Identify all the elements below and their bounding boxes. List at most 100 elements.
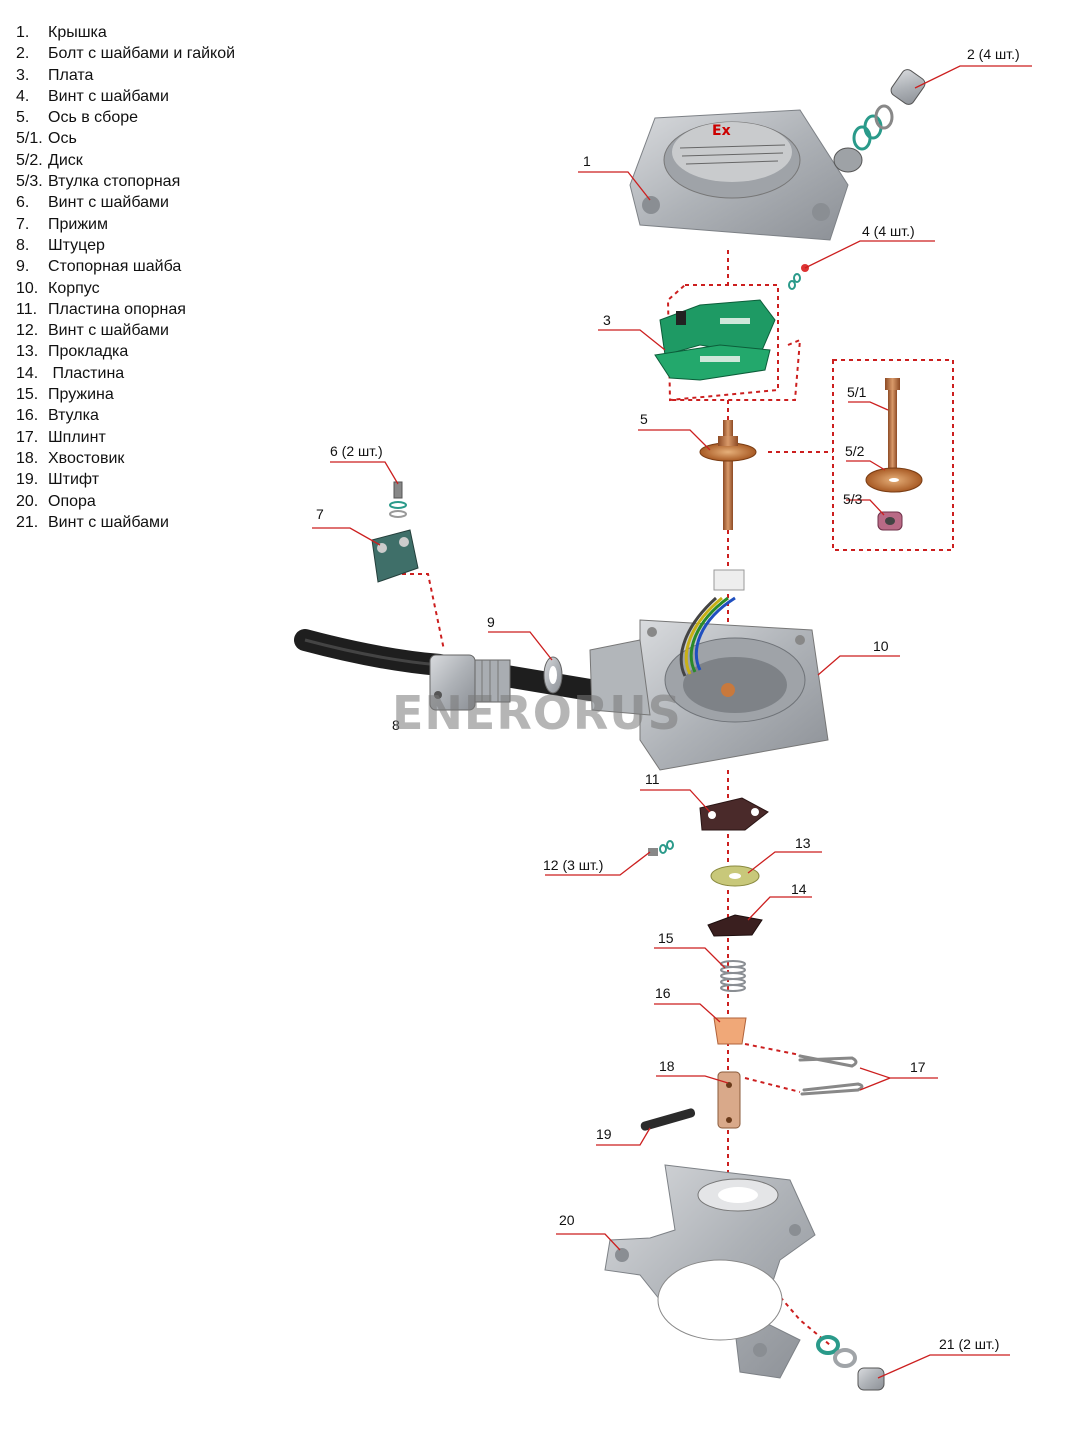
watermark: ENERORUS (392, 686, 682, 740)
legend-item: 5/2.Диск (16, 150, 235, 171)
callout-19: 19 (596, 1126, 612, 1142)
legend-item: 4. Винт с шайбами (16, 86, 235, 107)
legend-item-label: Винт с шайбами (48, 194, 169, 212)
legend-item: 3. Плата (16, 65, 235, 86)
legend-item: 7. Прижим (16, 214, 235, 235)
cover-ex-mark: Ex (712, 123, 731, 139)
clamp-part (371, 529, 419, 583)
legend-item: 21. Винт с шайбами (16, 512, 235, 533)
legend-item-number: 2. (16, 45, 30, 63)
fitting-part (429, 654, 511, 711)
legend-item: 16. Втулка (16, 405, 235, 426)
legend-item: 6.Винт с шайбами (16, 192, 235, 213)
callout-10: 10 (873, 638, 889, 654)
callout-8: 8 (392, 717, 400, 733)
callout-21: 21 (2 шт.) (939, 1336, 999, 1352)
legend-item-number: 13. (16, 343, 39, 361)
legend-item-number: 21. (16, 513, 39, 531)
legend-item-number: 14. (16, 364, 39, 382)
legend-item: 14. Пластина (16, 363, 235, 384)
lock-washer-part (543, 656, 563, 694)
legend-item-label: Пластина (48, 364, 125, 382)
legend-item: 17. Шплинт (16, 427, 235, 448)
legend-item-number: 7. (16, 215, 30, 233)
callout-18: 18 (659, 1058, 675, 1074)
legend-item-label: Пружина (48, 386, 114, 404)
legend-item-label: Плата (48, 66, 94, 84)
legend-item-label: Втулка стопорная (48, 173, 181, 191)
legend-item: 19.Штифт (16, 469, 235, 490)
legend-item-number: 19. (16, 471, 39, 489)
legend-item-number: 5/1. (16, 130, 43, 148)
legend-item: 11. Пластина опорная (16, 299, 235, 320)
legend-item: 5.Ось в сборе (16, 107, 235, 128)
gasket-part (710, 865, 760, 887)
legend-item-number: 12. (16, 322, 39, 340)
legend-item-label: Прижим (48, 215, 108, 233)
support-part (604, 1164, 816, 1379)
legend-item-label: Крышка (48, 24, 107, 41)
legend-item-number: 3. (16, 66, 30, 84)
callout-13: 13 (795, 835, 811, 851)
legend-item: 13. Прокладка (16, 341, 235, 362)
legend-item-label: Болт с шайбами и гайкой (48, 45, 236, 63)
screw-part-12 (648, 840, 674, 856)
legend-item-number: 8. (16, 236, 30, 254)
axis-assembly-part (699, 420, 757, 530)
legend-item-label: Втулка (48, 407, 99, 425)
legend-item-label: Опора (48, 492, 96, 510)
legend-item: 2. Болт с шайбами и гайкой (16, 43, 235, 64)
legend-item: 12. Винт с шайбами (16, 320, 235, 341)
callout-5-2: 5/2 (845, 443, 865, 459)
legend-item: 9.Стопорная шайба (16, 256, 235, 277)
plate-part (707, 914, 763, 937)
callout-20: 20 (559, 1212, 575, 1228)
legend-item-number: 17. (16, 428, 39, 446)
callout-11: 11 (645, 771, 660, 787)
legend-item-label: Винт с шайбами (48, 513, 169, 531)
callout-5: 5 (640, 411, 648, 427)
callout-6: 6 (2 шт.) (330, 443, 383, 459)
legend-item-label: Шплинт (48, 428, 106, 446)
legend-item-label: Винт с шайбами (48, 322, 169, 340)
bolt-part (833, 69, 926, 173)
legend-item: 8. Штуцер (16, 235, 235, 256)
legend-item-label: Корпус (48, 279, 100, 297)
legend-item-number: 15. (16, 386, 39, 404)
legend-item: 10. Корпус (16, 278, 235, 299)
legend-item-number: 11. (16, 300, 38, 318)
assembly-guide-lines (402, 250, 954, 1346)
parts-legend: 1. Крышка 2. Болт с шайбами и гайкой 3. Плата… (16, 22, 235, 533)
callout-16: 16 (655, 985, 671, 1001)
legend-item-number: 1. (16, 24, 30, 41)
legend-item: 20.Опора (16, 491, 235, 512)
legend-item-label: Прокладка (48, 343, 129, 361)
legend-item-label: Винт с шайбами (48, 87, 169, 105)
callout-15: 15 (658, 930, 674, 946)
legend-item-number: 5/3. (16, 173, 43, 191)
screw-part-6 (389, 481, 407, 518)
callout-5-1: 5/1 (847, 384, 867, 400)
legend-item-label: Стопорная шайба (48, 258, 182, 276)
callout-17: 17 (910, 1059, 926, 1075)
legend-item: 1. Крышка (16, 22, 235, 43)
legend-item: 15. Пружина (16, 384, 235, 405)
legend-item-number: 4. (16, 87, 30, 105)
callout-3: 3 (603, 312, 611, 328)
callout-9: 9 (487, 614, 495, 630)
screw-part-21 (816, 1335, 885, 1391)
cover-part: Ex (629, 109, 849, 241)
legend-item-number: 5/2. (16, 151, 43, 169)
callout-2: 2 (4 шт.) (967, 46, 1020, 62)
axis-detail-part (865, 378, 923, 531)
legend-item-number: 16. (16, 407, 39, 425)
support-plate-part (699, 797, 769, 831)
legend-item-number: 10. (16, 279, 39, 297)
legend-item-label: Штуцер (48, 236, 105, 254)
shank-part (717, 1071, 741, 1129)
callout-7: 7 (316, 506, 324, 522)
legend-item: 5/3. Втулка стопорная (16, 171, 235, 192)
legend-item-label: Пластина опорная (48, 300, 186, 318)
split-pin-part (798, 1054, 864, 1096)
housing-part (589, 569, 829, 771)
